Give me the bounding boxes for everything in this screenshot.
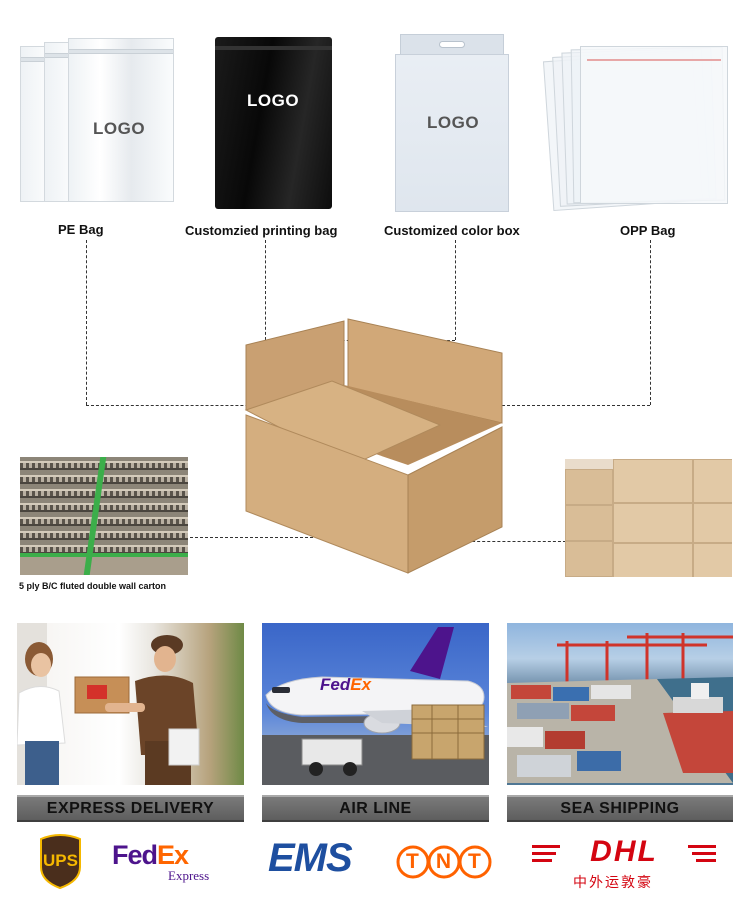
color-box-label: Customized color box [384, 223, 520, 238]
dhl-logo: DHL [532, 835, 716, 868]
fedex-logo: FedEx [112, 840, 189, 870]
tnt-logo: TNT [396, 845, 492, 879]
express-delivery-banner: EXPRESS DELIVERY [17, 795, 244, 822]
stacked-cartons-photo [565, 459, 732, 577]
ems-logo: EMS [268, 836, 353, 880]
opp-bag-label: OPP Bag [620, 223, 676, 238]
fluted-carton-caption: 5 ply B/C fluted double wall carton [19, 581, 167, 591]
express-delivery-photo [17, 623, 244, 785]
pe-bag-label: PE Bag [58, 222, 104, 237]
color-box-logo: LOGO [427, 113, 480, 132]
air-line-banner: AIR LINE [262, 795, 489, 822]
ups-logo: UPS [37, 833, 84, 890]
printing-bag-logo: LOGO [247, 91, 300, 110]
fluted-carton-photo [20, 457, 188, 575]
color-box-body [395, 54, 509, 212]
fedex-express-text: Express [168, 868, 210, 883]
dhl-chinese-name: 中外运敦豪 [573, 874, 653, 890]
printing-bag-label: Customzied printing bag [185, 223, 338, 238]
sea-shipping-banner: SEA SHIPPING [507, 795, 733, 822]
printing-bag-body [215, 37, 332, 209]
air-line-photo: FedEx [262, 623, 489, 785]
fedex-plane-mark: FedEx [320, 675, 372, 694]
pe-bag-logo: LOGO [93, 119, 146, 138]
hang-hole [439, 41, 465, 48]
pe-bag-front [68, 38, 174, 202]
sea-shipping-photo [507, 623, 733, 785]
